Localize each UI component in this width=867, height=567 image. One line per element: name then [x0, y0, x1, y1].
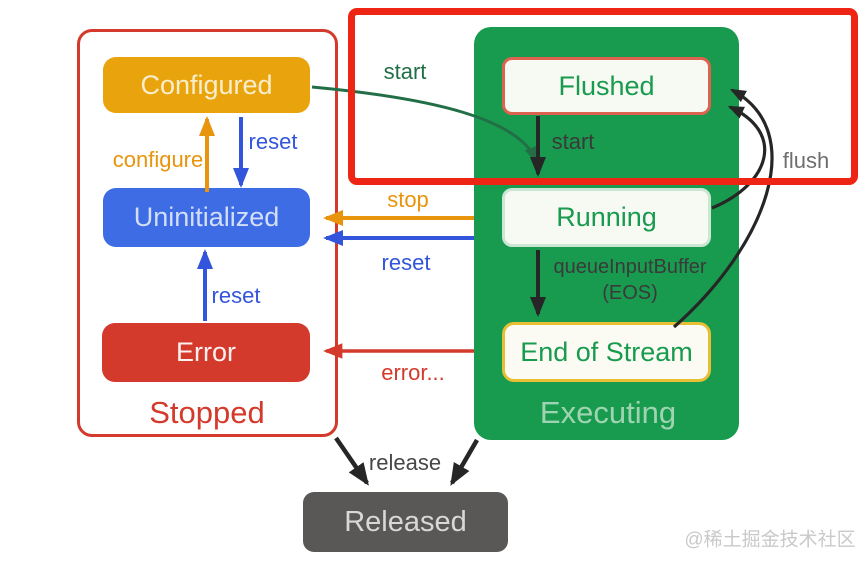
- label-reset-error: reset: [211, 283, 261, 308]
- state-uninitialized: Uninitialized: [103, 188, 310, 247]
- label-flush: flush: [782, 148, 830, 173]
- state-end-of-stream: End of Stream: [502, 322, 711, 382]
- state-uninitialized-label: Uninitialized: [133, 202, 280, 232]
- arrow-release-stopped: [334, 436, 369, 486]
- watermark: @稀土掘金技术社区: [684, 529, 856, 551]
- label-release: release: [368, 450, 442, 475]
- label-start-flushed: start: [551, 129, 595, 154]
- label-queue-input-buffer: queueInputBuffer (EOS): [553, 254, 706, 306]
- state-running: Running: [502, 188, 711, 247]
- state-flushed: Flushed: [502, 57, 711, 115]
- state-configured: Configured: [103, 57, 310, 113]
- state-end-of-stream-label: End of Stream: [520, 336, 693, 367]
- label-stop: stop: [387, 187, 429, 212]
- state-error: Error: [102, 323, 310, 382]
- label-start-configured: start: [383, 59, 427, 84]
- label-reset-executing: reset: [381, 250, 431, 275]
- label-queue-input-buffer-line1: queueInputBuffer: [553, 256, 707, 278]
- state-configured-label: Configured: [140, 69, 273, 100]
- state-running-label: Running: [556, 202, 657, 232]
- state-released: Released: [303, 492, 508, 552]
- state-flushed-label: Flushed: [558, 70, 655, 101]
- label-reset-configured: reset: [248, 129, 298, 154]
- group-stopped-label: Stopped: [149, 395, 265, 430]
- label-configure: configure: [112, 147, 204, 172]
- state-error-label: Error: [176, 337, 236, 367]
- label-queue-input-buffer-line2: (EOS): [602, 282, 658, 304]
- group-executing-label: Executing: [539, 395, 677, 430]
- arrow-release-executing: [450, 438, 479, 486]
- state-released-label: Released: [344, 505, 467, 538]
- label-error: error...: [381, 360, 445, 385]
